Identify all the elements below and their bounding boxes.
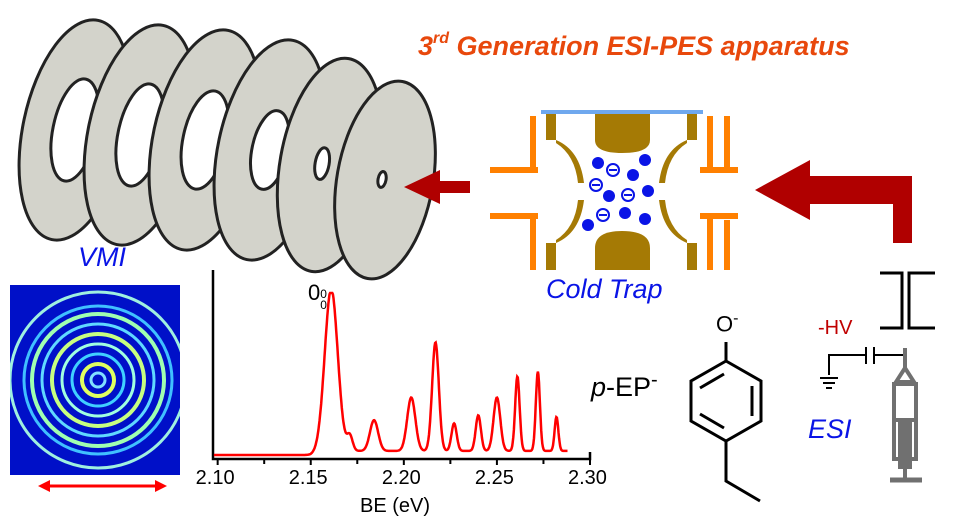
cold-trap bbox=[490, 110, 738, 270]
x-tick-label: 2.25 bbox=[474, 467, 514, 489]
x-tick-label: 2.30 bbox=[568, 467, 607, 489]
vmi-label: VMI bbox=[78, 242, 127, 272]
vmi-image bbox=[10, 285, 180, 475]
x-tick-label: 2.15 bbox=[288, 467, 328, 489]
molecule-name: p-EP- bbox=[591, 369, 658, 402]
oxygen-atom-label: O- bbox=[716, 310, 739, 337]
figure-title: 3rd Generation ESI-PES apparatus bbox=[418, 30, 850, 61]
cold-trap-label: Cold Trap bbox=[546, 274, 663, 304]
arrow-to-vmi bbox=[404, 170, 470, 204]
esi-label: ESI bbox=[808, 414, 852, 444]
x-ticks bbox=[216, 459, 591, 465]
high-voltage-label: -HV bbox=[818, 317, 853, 339]
x-tick-label: 2.20 bbox=[381, 467, 421, 489]
esi-source bbox=[820, 271, 935, 483]
vmi-electrode-stack bbox=[17, 18, 437, 281]
spectrum-axes bbox=[211, 270, 592, 461]
x-axis-label: BE (eV) bbox=[360, 495, 431, 517]
arrow-esi-to-trap bbox=[755, 160, 912, 243]
polarization-arrow bbox=[38, 480, 167, 492]
syringe-icon bbox=[890, 348, 922, 483]
p-ethylphenolate-structure bbox=[689, 342, 763, 503]
spectrum-line bbox=[213, 291, 568, 457]
x-tick-label: 2.10 bbox=[195, 467, 235, 489]
